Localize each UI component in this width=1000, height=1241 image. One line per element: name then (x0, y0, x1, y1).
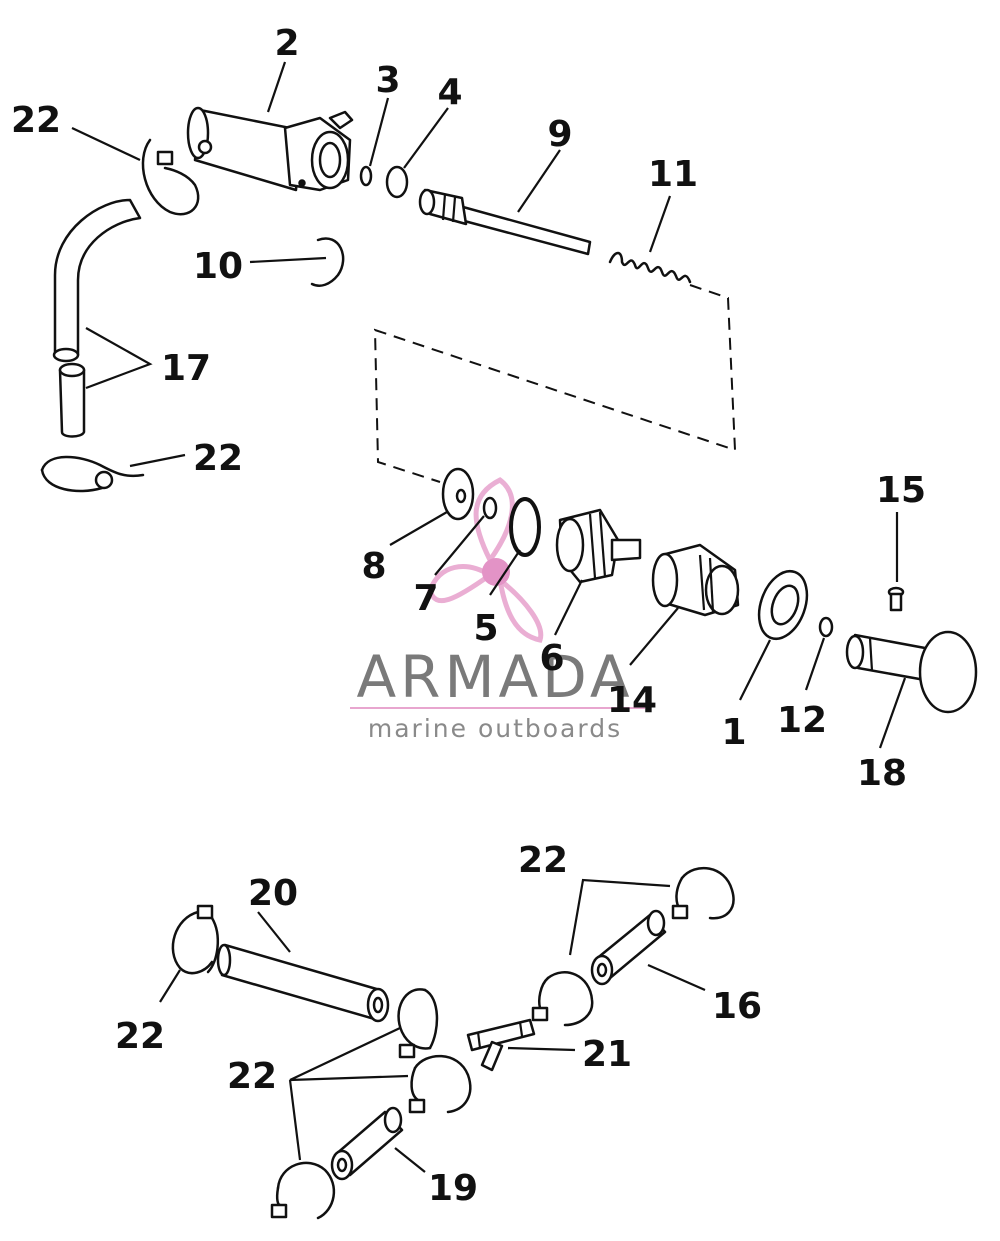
part-22-hose-clamp-bottom (270, 1161, 336, 1220)
leader-lines (71, 61, 907, 1173)
part-8-washer (441, 467, 475, 521)
callout-22-lower-right: 22 (518, 840, 568, 881)
part-22-hose-clamp-right-upper (671, 866, 735, 920)
part-22-hose-clamp-lower (40, 455, 145, 493)
part-22-hose-clamp-mid (397, 988, 439, 1059)
callout-22-lower-left: 22 (115, 1016, 165, 1057)
callout-10: 10 (193, 246, 243, 287)
callout-12: 12 (777, 700, 827, 741)
part-11-spring (608, 251, 692, 284)
part-21-tee-fitting (466, 1018, 536, 1072)
part-2-pump-body (186, 106, 354, 192)
part-20-hose (216, 943, 390, 1023)
callout-9: 9 (547, 114, 572, 155)
part-18-primer-knob (845, 630, 978, 714)
callout-8: 8 (361, 546, 386, 587)
callout-1: 1 (721, 712, 746, 753)
callout-5: 5 (473, 608, 498, 649)
part-22-hose-clamp-left (171, 904, 220, 975)
part-22-hose-clamp-top (141, 138, 200, 216)
assembly-dashed-line (373, 284, 737, 483)
part-5-o-ring (509, 497, 541, 557)
callout-21: 21 (582, 1034, 632, 1075)
part-22-hose-clamp-center (408, 1054, 472, 1114)
part-1-ring-plate (757, 570, 809, 640)
callout-15: 15 (876, 470, 926, 511)
callout-6: 6 (539, 638, 564, 679)
callout-4: 4 (437, 72, 462, 113)
callout-22-top-left: 22 (11, 100, 61, 141)
callout-11: 11 (648, 154, 698, 195)
part-6-valve-fitting (555, 508, 642, 584)
callout-17: 17 (161, 348, 211, 389)
part-15-screw (887, 586, 905, 612)
callout-labels: 2 3 4 9 11 22 10 17 22 8 7 5 6 14 1 12 1… (11, 23, 926, 1209)
part-7-o-ring (482, 496, 498, 520)
callout-19: 19 (428, 1168, 478, 1209)
watermark-tagline: marine outboards (368, 714, 622, 743)
callout-14: 14 (607, 680, 657, 721)
callout-18: 18 (857, 753, 907, 794)
part-3-o-ring (359, 165, 373, 187)
part-4-o-ring (385, 165, 409, 199)
part-17-fuel-hose (52, 198, 142, 438)
callout-22-left: 22 (193, 438, 243, 479)
part-14-housing (651, 543, 740, 617)
callout-7: 7 (413, 578, 438, 619)
part-19-hose (330, 1106, 404, 1181)
part-10-retaining-clip (310, 237, 345, 287)
part-12-o-ring (818, 616, 834, 638)
callout-3: 3 (375, 60, 400, 101)
callout-22-lower-center: 22 (227, 1056, 277, 1097)
part-9-plunger (418, 188, 592, 256)
callout-20: 20 (248, 873, 298, 914)
callout-2: 2 (274, 23, 299, 64)
part-16-hose (590, 909, 667, 986)
part-22-hose-clamp-right-lower (531, 971, 594, 1027)
watermark-brand: ARMADA (356, 643, 633, 711)
armada-logo (427, 477, 544, 643)
callout-16: 16 (712, 986, 762, 1027)
